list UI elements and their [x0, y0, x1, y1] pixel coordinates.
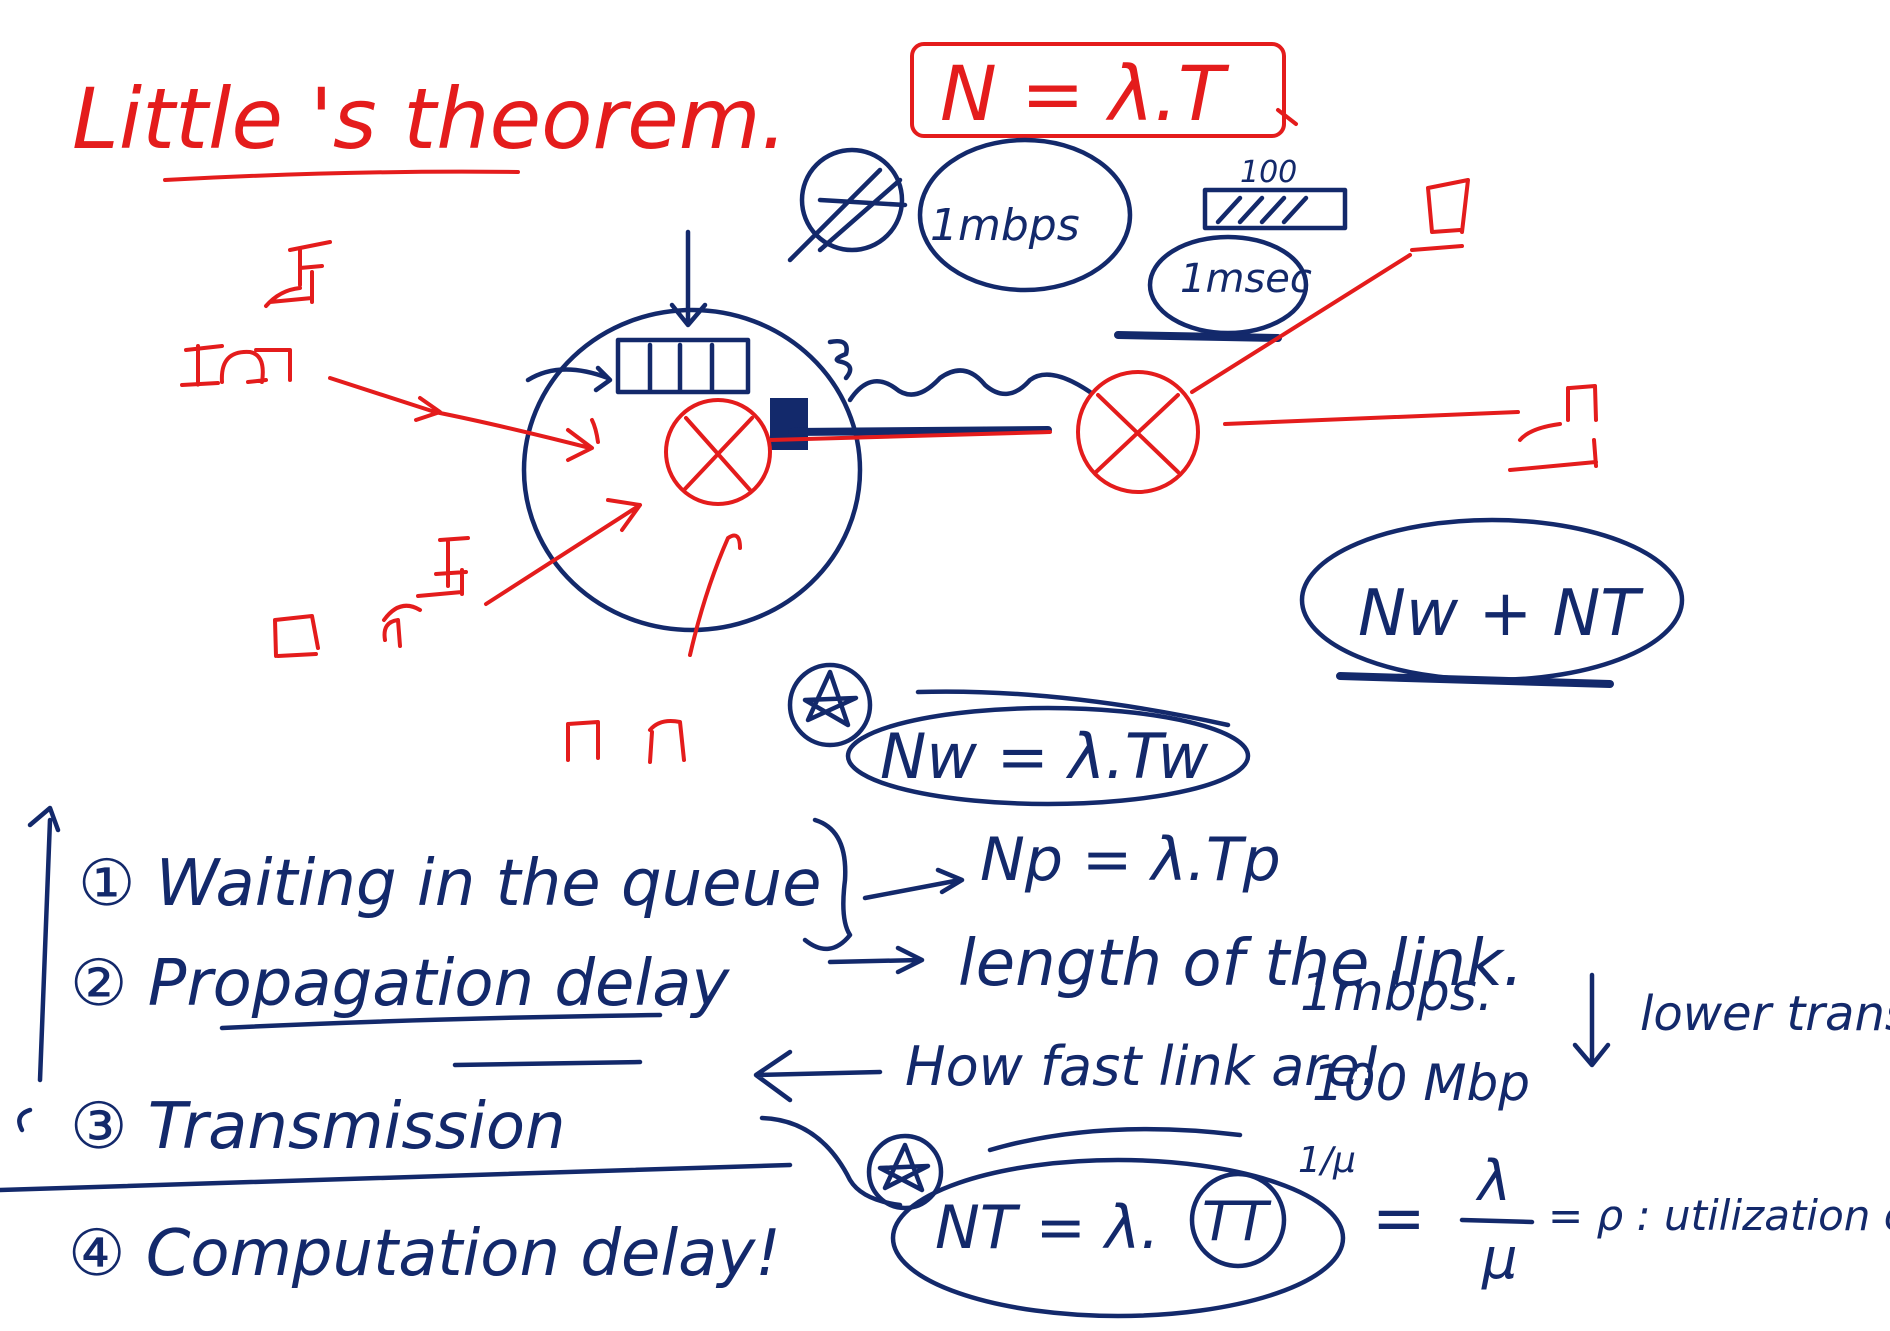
rate-2: 100 Mbp — [1312, 1054, 1530, 1112]
router-node — [521, 307, 863, 633]
fraction-denominator: μ — [1481, 1227, 1518, 1292]
propagation-note: length of the link. — [958, 927, 1523, 1001]
delay-computation: ④ Computation delay! — [68, 1217, 781, 1291]
host-icon — [264, 240, 332, 308]
host-icon — [180, 344, 292, 387]
star-formula-1-ellipse — [845, 705, 1251, 807]
list-bracket — [27, 805, 61, 1083]
theorem-formula: N = λ.T — [940, 49, 1230, 138]
queue-buffer — [615, 337, 751, 395]
buffer-box — [1202, 187, 1348, 231]
delay-waiting: ① Waiting in the queue — [78, 847, 821, 921]
utilization-note: = ρ : utilization of 2 — [1548, 1191, 1890, 1240]
tt-circle — [1189, 1171, 1287, 1269]
star-marker — [787, 662, 873, 748]
inv-mu: 1/μ — [1298, 1140, 1356, 1181]
fraction-numerator: λ — [1475, 1149, 1511, 1214]
brace — [802, 817, 853, 951]
rate-1: 1mbps. — [1300, 963, 1493, 1023]
formula-box — [910, 42, 1286, 138]
host-icon — [416, 536, 470, 598]
bandwidth-label: 1mbps — [930, 200, 1080, 251]
propagation-formula: Np = λ.Tp — [980, 825, 1281, 895]
fraction-bar — [1459, 1217, 1535, 1225]
time-label: 1msec — [1180, 256, 1312, 302]
host-icon — [1508, 384, 1598, 472]
time-ellipse — [1147, 234, 1309, 336]
switch-remote — [1076, 370, 1200, 494]
star-formula-2-lhs: NT = λ. — [935, 1193, 1160, 1263]
propagation-wave — [847, 368, 1093, 403]
inbound-arrow — [669, 229, 708, 328]
output-link — [788, 426, 1052, 436]
crossed-circle — [799, 147, 905, 253]
transfer-note: lower transfer — [1640, 986, 1890, 1042]
node-total: Nw + NT — [1358, 577, 1644, 651]
down-arrow — [1572, 972, 1611, 1068]
delay-propagation: ② Propagation delay — [70, 947, 730, 1021]
star-formula-1: Nw = λ.Tw — [880, 720, 1209, 793]
star-marker — [866, 1133, 944, 1211]
host-icon — [566, 719, 686, 764]
switch-local — [664, 398, 772, 506]
buffer-size: 100 — [1240, 155, 1297, 190]
star-formula-2-tt: TT — [1202, 1190, 1272, 1253]
host-icon — [273, 603, 422, 658]
fast-link-question: How fast link are! — [905, 1035, 1381, 1098]
bandwidth-ellipse — [917, 137, 1133, 293]
host-icon — [1410, 178, 1470, 252]
queue-packet — [770, 398, 808, 450]
title-underline — [163, 169, 520, 182]
delay-transmission: ③ Transmission — [70, 1090, 566, 1164]
star-formula-2-ellipse — [890, 1157, 1346, 1319]
theorem-title: Little 's theorem. — [72, 70, 787, 168]
equals-sign: = — [1372, 1182, 1426, 1256]
back-arrow — [753, 1049, 883, 1103]
